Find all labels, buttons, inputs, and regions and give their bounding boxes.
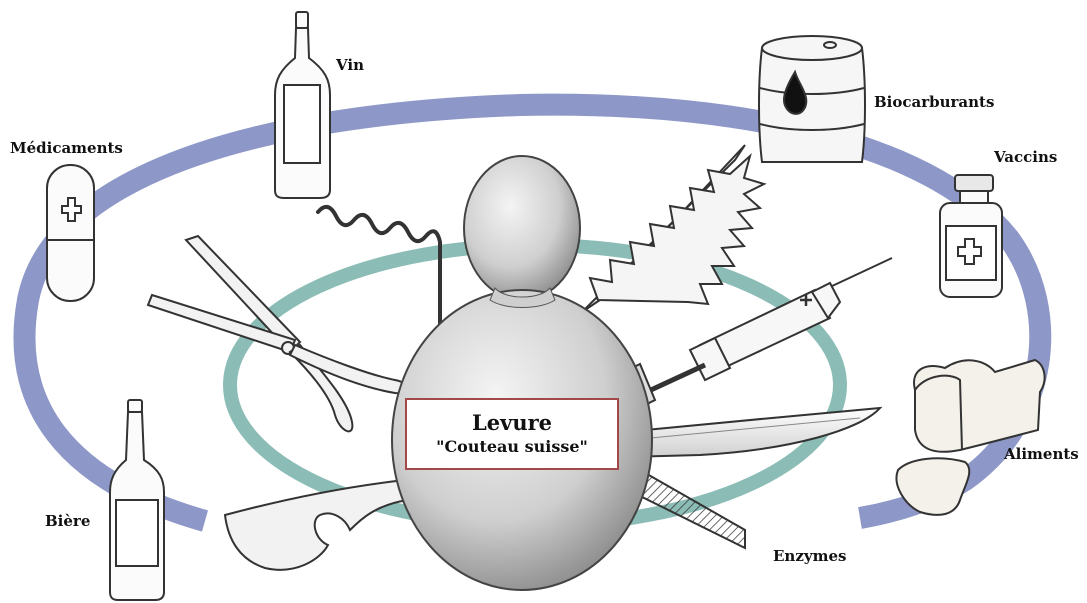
pill-capsule-icon: [47, 165, 94, 301]
wine-bottle-icon: [275, 12, 330, 198]
center-subtitle: "Couteau suisse": [436, 436, 588, 458]
product-label-medicaments: Médicaments: [10, 139, 123, 157]
product-label-biocarburants: Biocarburants: [874, 93, 994, 111]
bread-icon: [897, 360, 1045, 515]
product-label-aliments: Aliments: [1003, 445, 1079, 463]
product-label-vin: Vin: [335, 56, 364, 74]
product-label-biere: Bière: [45, 512, 90, 530]
yeast-cell-icon: [392, 156, 652, 590]
product-label-vaccins: Vaccins: [993, 148, 1057, 166]
bottle-opener-icon: [225, 480, 408, 570]
product-label-enzymes: Enzymes: [773, 547, 846, 565]
beer-bottle-icon: [110, 400, 164, 600]
knife-blade-icon: [625, 408, 880, 457]
oil-barrel-icon: [759, 36, 865, 162]
center-label-box: Levure "Couteau suisse": [405, 398, 619, 470]
center-title: Levure: [472, 410, 552, 436]
